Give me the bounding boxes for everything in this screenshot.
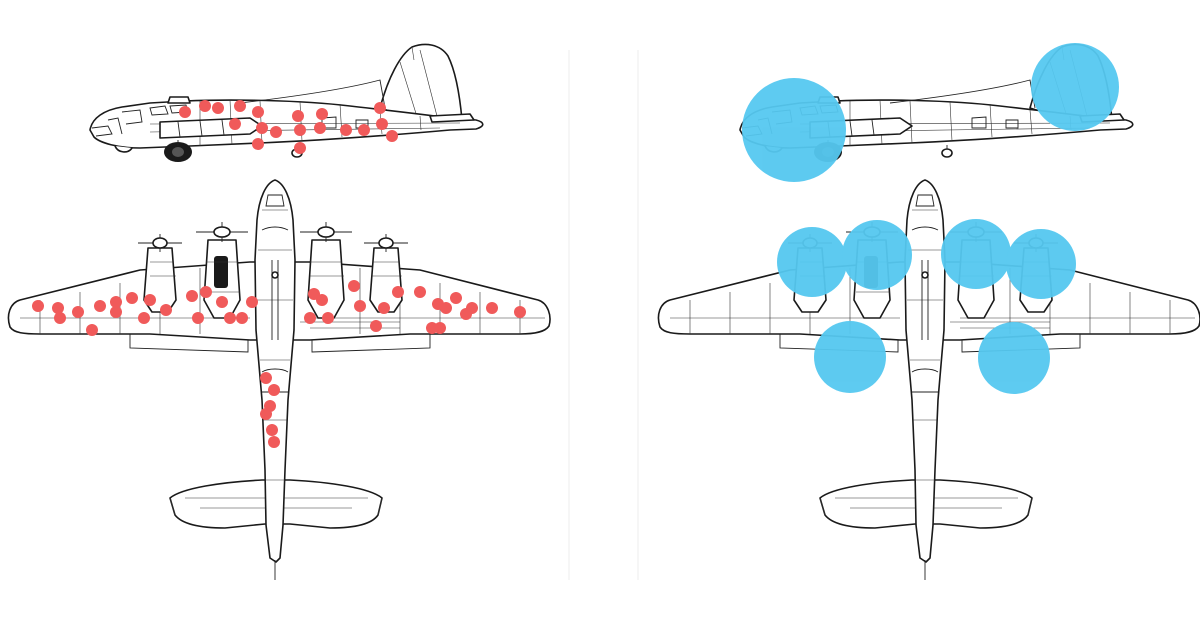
- critical-area-circle: [1006, 229, 1076, 299]
- bullet-hole-dot: [294, 124, 306, 136]
- bomber-side-view-left: [89, 43, 484, 163]
- bullet-hole-dot: [354, 300, 366, 312]
- bullet-hole-dot: [292, 110, 304, 122]
- critical-area-circle: [1031, 43, 1119, 131]
- bullet-hole-dot: [266, 424, 278, 436]
- critical-area-circle: [842, 220, 912, 290]
- bullet-hole-dot: [294, 142, 306, 154]
- bullet-hole-dot: [110, 296, 122, 308]
- bullet-hole-dot: [260, 372, 272, 384]
- bullet-hole-dot: [138, 312, 150, 324]
- bullet-hole-dot: [216, 296, 228, 308]
- bullet-hole-dot: [340, 124, 352, 136]
- bullet-hole-markers: [32, 100, 526, 448]
- critical-area-circle: [978, 322, 1050, 394]
- bullet-hole-dot: [52, 302, 64, 314]
- bullet-hole-dot: [392, 286, 404, 298]
- bullet-hole-dot: [260, 408, 272, 420]
- bullet-hole-dot: [322, 312, 334, 324]
- bullet-hole-dot: [376, 118, 388, 130]
- bullet-hole-dot: [316, 294, 328, 306]
- bullet-hole-dot: [199, 100, 211, 112]
- bullet-hole-dot: [414, 286, 426, 298]
- bullet-hole-dot: [358, 124, 370, 136]
- bullet-hole-dot: [72, 306, 84, 318]
- critical-area-circle: [742, 78, 846, 182]
- bullet-hole-dot: [434, 322, 446, 334]
- bullet-hole-dot: [110, 306, 122, 318]
- bullet-hole-dot: [186, 290, 198, 302]
- bomber-top-view-right: [657, 179, 1200, 581]
- bullet-hole-dot: [378, 302, 390, 314]
- bullet-hole-dot: [94, 300, 106, 312]
- bullet-hole-dot: [224, 312, 236, 324]
- bullet-hole-dot: [486, 302, 498, 314]
- left-panel-returned-planes: [7, 43, 551, 581]
- bullet-hole-dot: [236, 312, 248, 324]
- bullet-hole-dot: [348, 280, 360, 292]
- bullet-hole-dot: [144, 294, 156, 306]
- bullet-hole-dot: [370, 320, 382, 332]
- bullet-hole-dot: [86, 324, 98, 336]
- bullet-hole-dot: [316, 108, 328, 120]
- bullet-hole-dot: [314, 122, 326, 134]
- bullet-hole-dot: [246, 296, 258, 308]
- right-panel-critical-areas: [657, 43, 1200, 581]
- bullet-hole-dot: [268, 384, 280, 396]
- bullet-hole-dot: [386, 130, 398, 142]
- bullet-hole-dot: [450, 292, 462, 304]
- critical-area-circle: [777, 227, 847, 297]
- bomber-top-view-left: [7, 179, 551, 581]
- bullet-hole-dot: [304, 312, 316, 324]
- bullet-hole-dot: [374, 102, 386, 114]
- bullet-hole-dot: [200, 286, 212, 298]
- bullet-hole-dot: [32, 300, 44, 312]
- bullet-hole-dot: [54, 312, 66, 324]
- bullet-hole-dot: [460, 308, 472, 320]
- bullet-hole-dot: [179, 106, 191, 118]
- bullet-hole-dot: [160, 304, 172, 316]
- bullet-hole-dot: [252, 138, 264, 150]
- bullet-hole-dot: [126, 292, 138, 304]
- bullet-hole-dot: [192, 312, 204, 324]
- bullet-hole-dot: [252, 106, 264, 118]
- bullet-hole-dot: [440, 302, 452, 314]
- critical-area-markers: [742, 43, 1119, 394]
- bullet-hole-dot: [229, 118, 241, 130]
- bullet-hole-dot: [234, 100, 246, 112]
- bullet-hole-dot: [514, 306, 526, 318]
- bullet-hole-dot: [270, 126, 282, 138]
- critical-area-circle: [941, 219, 1011, 289]
- critical-area-circle: [814, 321, 886, 393]
- bullet-hole-dot: [212, 102, 224, 114]
- bullet-hole-dot: [256, 122, 268, 134]
- bullet-hole-dot: [268, 436, 280, 448]
